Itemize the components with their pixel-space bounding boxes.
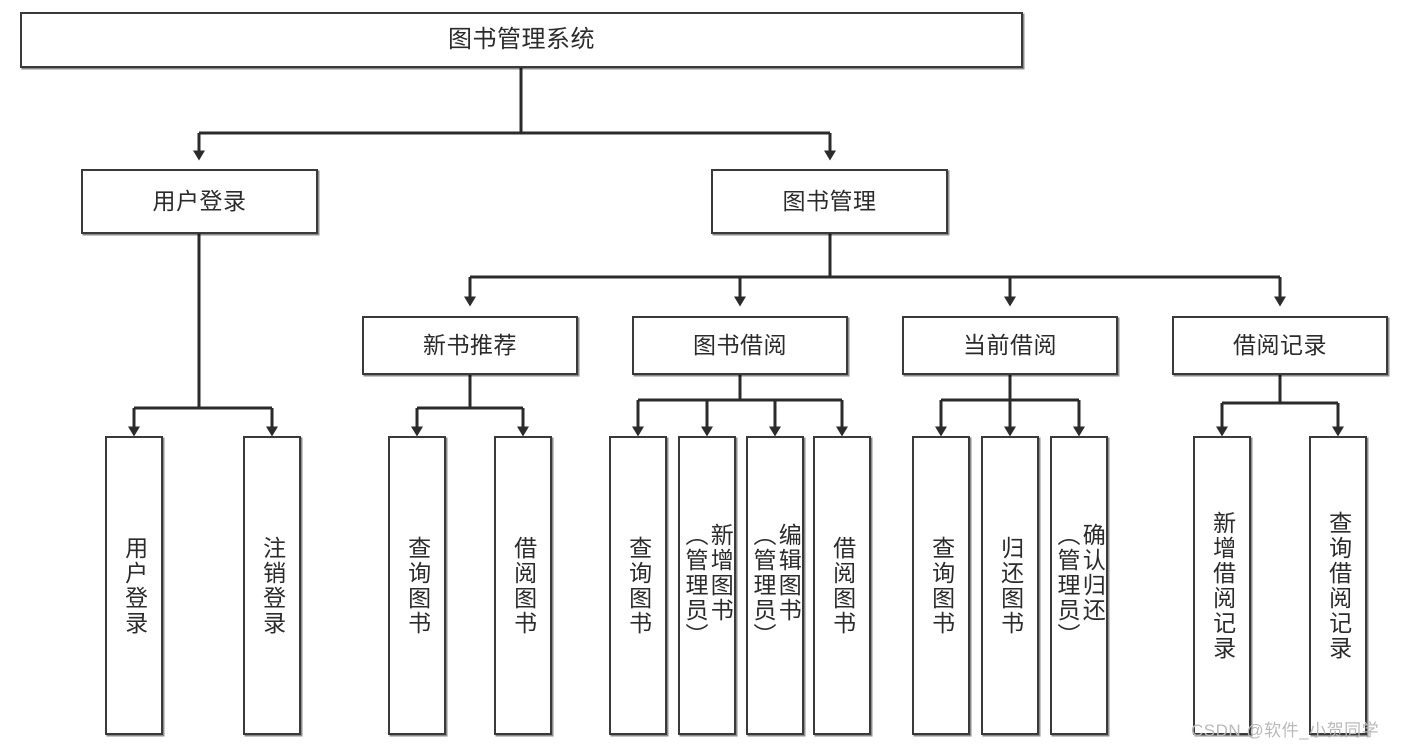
node-leaf-borrow-book-a[interactable]: 借阅图书 (494, 436, 552, 735)
node-leaf-query-book-b-label: 查询图书 (625, 535, 652, 636)
node-current-borrow[interactable]: 当前借阅 (902, 316, 1118, 375)
node-leaf-return-book-label: 归还图书 (997, 535, 1024, 636)
node-current-borrow-label: 当前借阅 (963, 331, 1057, 358)
node-leaf-return-book[interactable]: 归还图书 (981, 436, 1039, 735)
node-leaf-user-login[interactable]: 用户登录 (105, 436, 163, 735)
node-leaf-query-book-a-label: 查询图书 (404, 535, 431, 636)
node-new-book-rec-label: 新书推荐 (423, 331, 517, 358)
node-leaf-confirm-return[interactable]: 确认归还 （管理员） (1050, 436, 1108, 735)
node-leaf-confirm-return-label: 确认归还 （管理员） (1054, 523, 1106, 648)
node-leaf-query-record[interactable]: 查询借阅记录 (1309, 436, 1367, 735)
node-leaf-query-book-c[interactable]: 查询图书 (912, 436, 970, 735)
node-leaf-logout[interactable]: 注销登录 (243, 436, 301, 735)
csdn-watermark: CSDN @软件_小贺同学 (1191, 721, 1380, 740)
node-leaf-edit-book-label: 编辑图书 （管理员） (750, 523, 802, 648)
node-leaf-borrow-book-b[interactable]: 借阅图书 (813, 436, 871, 735)
node-leaf-user-login-label: 用户登录 (121, 535, 148, 636)
node-book-borrow-label: 图书借阅 (693, 331, 787, 358)
node-leaf-edit-book[interactable]: 编辑图书 （管理员） (746, 436, 804, 735)
node-leaf-add-record-label: 新增借阅记录 (1209, 510, 1236, 661)
node-leaf-query-book-b[interactable]: 查询图书 (609, 436, 667, 735)
node-leaf-borrow-book-b-label: 借阅图书 (829, 535, 856, 636)
node-leaf-query-book-c-label: 查询图书 (928, 535, 955, 636)
node-user-login-label: 用户登录 (152, 187, 247, 214)
node-leaf-logout-label: 注销登录 (259, 535, 286, 636)
node-root-label: 图书管理系统 (448, 25, 595, 53)
node-book-mgmt-label: 图书管理 (782, 187, 877, 214)
node-leaf-borrow-book-a-label: 借阅图书 (510, 535, 537, 636)
node-book-mgmt[interactable]: 图书管理 (711, 169, 948, 234)
node-leaf-add-book-label: 新增图书 （管理员） (682, 523, 734, 648)
node-leaf-query-book-a[interactable]: 查询图书 (388, 436, 446, 735)
node-root[interactable]: 图书管理系统 (20, 12, 1023, 68)
node-user-login[interactable]: 用户登录 (81, 169, 318, 234)
node-book-borrow[interactable]: 图书借阅 (632, 316, 848, 375)
node-borrow-record-label: 借阅记录 (1233, 331, 1327, 358)
node-leaf-add-book[interactable]: 新增图书 （管理员） (678, 436, 736, 735)
node-leaf-add-record[interactable]: 新增借阅记录 (1193, 436, 1251, 735)
node-borrow-record[interactable]: 借阅记录 (1172, 316, 1388, 375)
node-leaf-query-record-label: 查询借阅记录 (1325, 510, 1352, 661)
node-new-book-rec[interactable]: 新书推荐 (362, 316, 578, 375)
